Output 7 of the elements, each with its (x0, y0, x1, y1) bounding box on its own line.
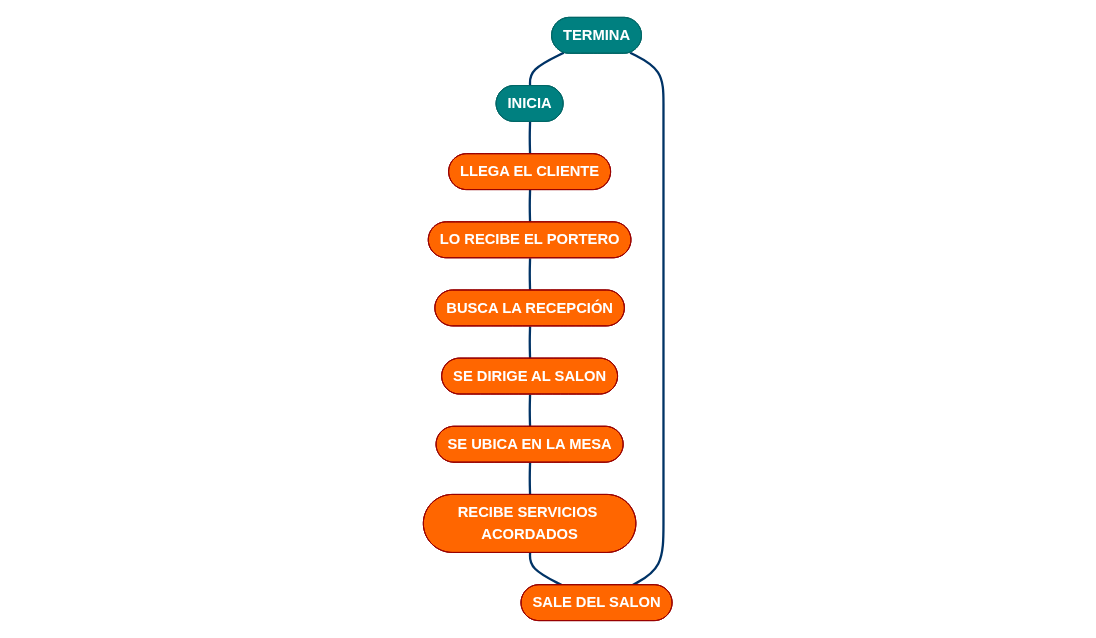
connector (528, 190, 532, 223)
connector (529, 51, 565, 87)
connector (528, 394, 532, 427)
connector (528, 258, 532, 291)
connector (528, 121, 532, 155)
connector (528, 326, 532, 359)
connector (528, 462, 532, 495)
